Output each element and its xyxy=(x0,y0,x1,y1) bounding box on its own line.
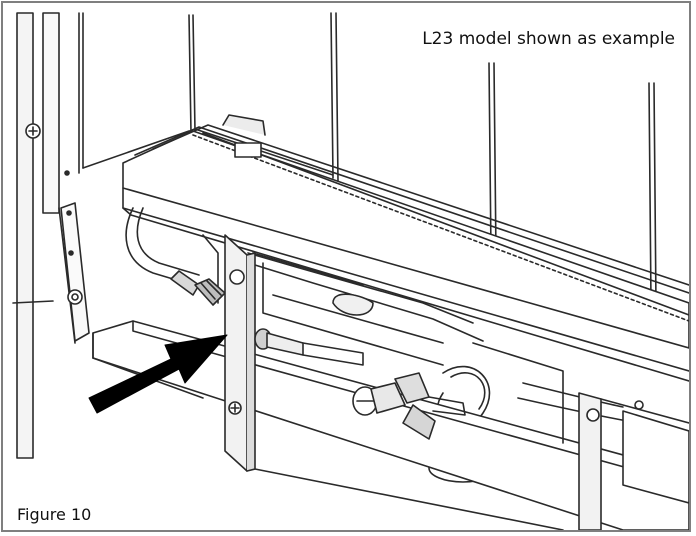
burner-rail xyxy=(122,114,689,382)
inner-panel xyxy=(262,262,564,444)
right-bracket xyxy=(578,392,689,530)
figure-caption: Figure 10 xyxy=(13,504,96,525)
center-bracket xyxy=(224,234,564,530)
arrow-icon xyxy=(88,334,228,414)
pilot-screw xyxy=(254,328,364,366)
left-bracket xyxy=(12,12,90,459)
appliance-line-drawing xyxy=(12,12,689,530)
valve-assembly xyxy=(352,372,466,440)
back-wall-panels xyxy=(78,12,657,306)
model-note: L23 model shown as example xyxy=(414,27,683,51)
tube-fittings xyxy=(170,270,226,306)
